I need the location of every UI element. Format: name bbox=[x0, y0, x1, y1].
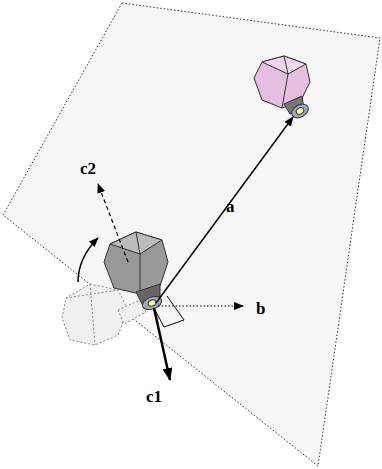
plane bbox=[3, 3, 380, 466]
ghost-camera bbox=[62, 284, 146, 345]
rotation-arrow bbox=[78, 238, 98, 282]
camera-pink bbox=[254, 56, 311, 121]
vector-a bbox=[156, 117, 293, 303]
vector-label: a bbox=[226, 198, 235, 215]
vector-c2 bbox=[98, 184, 128, 262]
vector-label: c1 bbox=[146, 388, 162, 405]
vector-label: c2 bbox=[80, 160, 96, 177]
vector-c1 bbox=[154, 308, 170, 380]
vector-label: b bbox=[256, 300, 265, 317]
right-angle bbox=[154, 296, 184, 327]
vector-b bbox=[158, 305, 243, 306]
